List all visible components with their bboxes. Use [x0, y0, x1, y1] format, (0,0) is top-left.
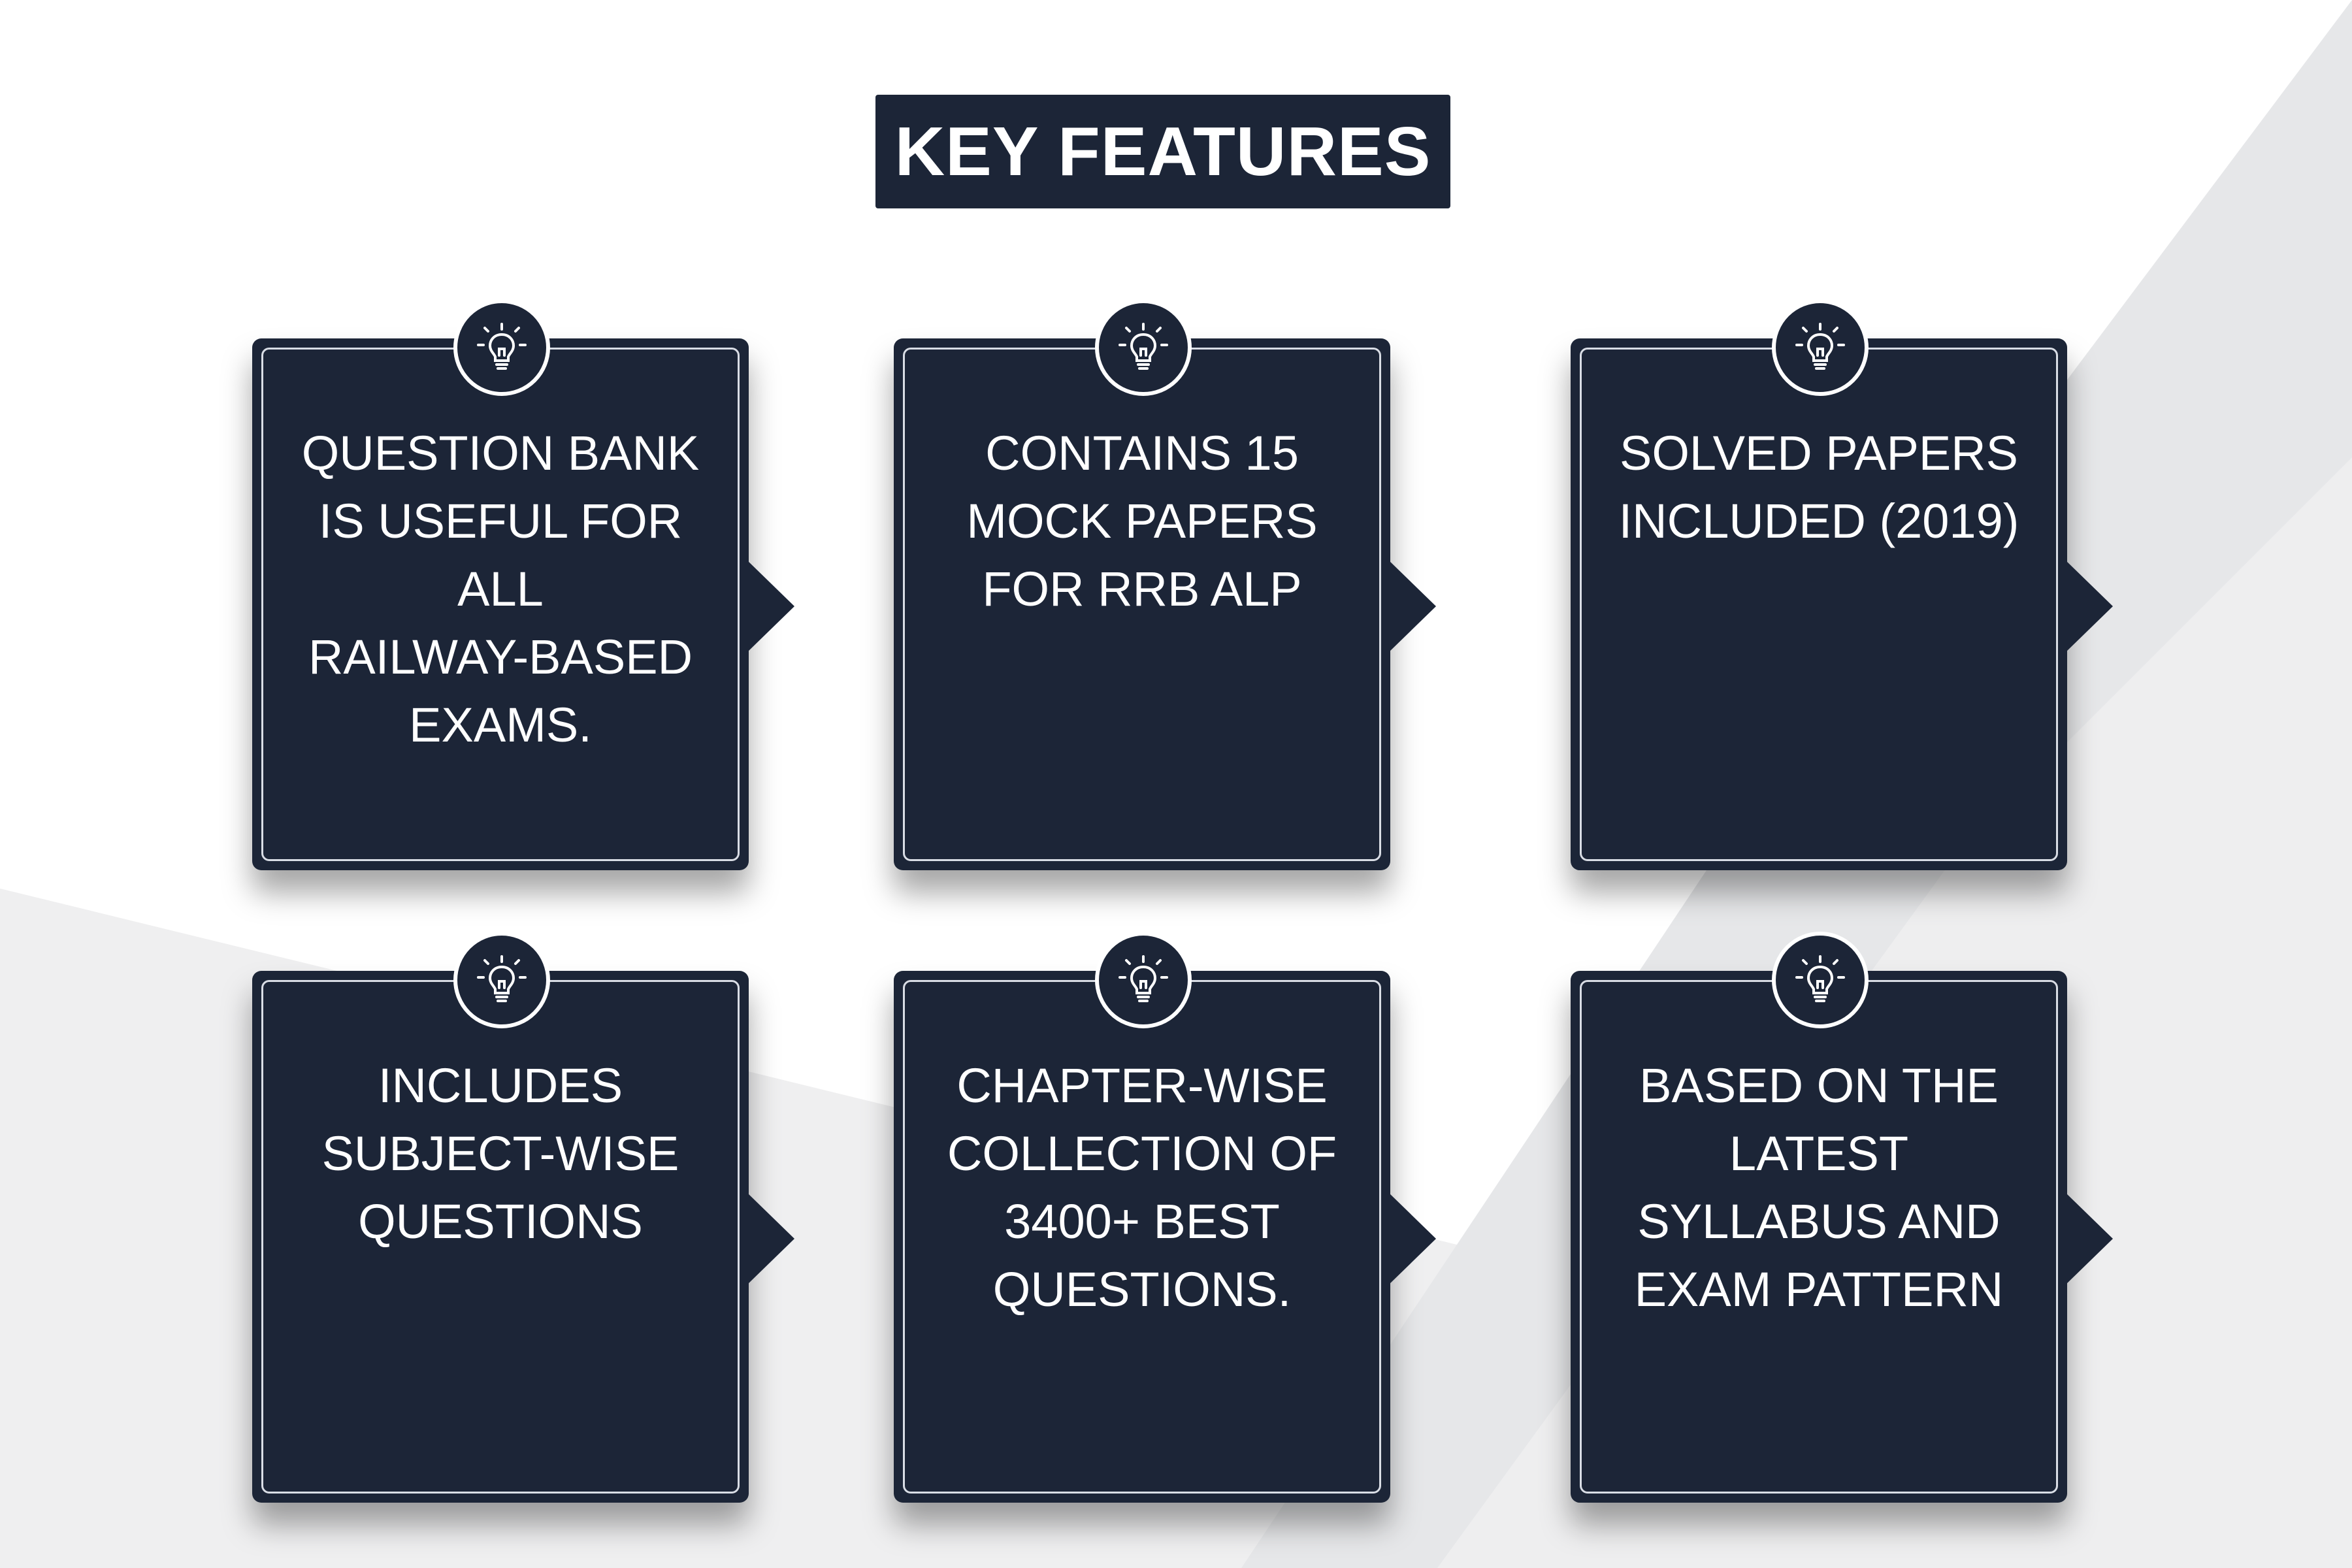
lightbulb-icon — [453, 299, 550, 396]
lightbulb-icon — [1095, 932, 1192, 1028]
feature-text: CHAPTER-WISE COLLECTION OF 3400+ BEST QU… — [947, 1058, 1337, 1316]
card-pointer — [2066, 561, 2113, 652]
card-pointer — [747, 1193, 794, 1284]
feature-text: INCLUDES SUBJECT-WISE QUESTIONS — [321, 1058, 679, 1249]
lightbulb-icon — [1772, 932, 1869, 1028]
feature-text: QUESTION BANK IS USEFUL FOR ALL RAILWAY-… — [301, 426, 700, 752]
feature-card: CHAPTER-WISE COLLECTION OF 3400+ BEST QU… — [894, 932, 1436, 1503]
feature-text: SOLVED PAPERS INCLUDED (2019) — [1618, 426, 2019, 548]
feature-text: BASED ON THE LATEST SYLLABUS AND EXAM PA… — [1634, 1058, 2004, 1316]
feature-card: QUESTION BANK IS USEFUL FOR ALL RAILWAY-… — [252, 299, 794, 870]
title-banner: KEY FEATURES — [875, 95, 1450, 208]
card-pointer — [747, 561, 794, 652]
feature-card: SOLVED PAPERS INCLUDED (2019) — [1571, 299, 2113, 870]
feature-text: CONTAINS 15 MOCK PAPERS FOR RRB ALP — [966, 426, 1318, 616]
page-title: KEY FEATURES — [894, 112, 1431, 190]
feature-card: INCLUDES SUBJECT-WISE QUESTIONS — [252, 932, 794, 1503]
feature-card: CONTAINS 15 MOCK PAPERS FOR RRB ALP — [894, 299, 1436, 870]
card-pointer — [1389, 1193, 1436, 1284]
card-pointer — [2066, 1193, 2113, 1284]
lightbulb-icon — [1772, 299, 1869, 396]
lightbulb-icon — [453, 932, 550, 1028]
card-pointer — [1389, 561, 1436, 652]
lightbulb-icon — [1095, 299, 1192, 396]
feature-card: BASED ON THE LATEST SYLLABUS AND EXAM PA… — [1571, 932, 2113, 1503]
